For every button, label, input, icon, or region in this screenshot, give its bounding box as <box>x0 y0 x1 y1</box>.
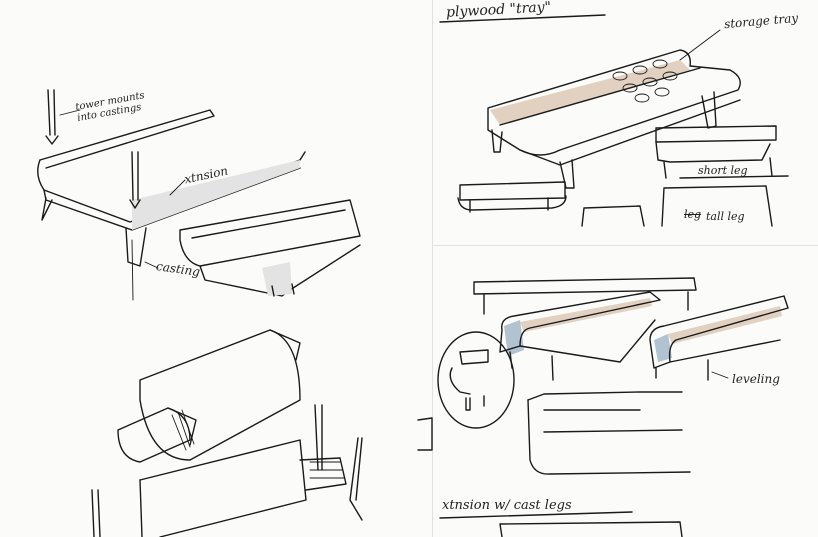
panel-divider-horizontal <box>432 245 818 246</box>
leveling-label: leveling <box>732 372 780 386</box>
tall-leg-strikethrough: leg <box>684 208 702 221</box>
short-leg-label: short leg <box>698 164 748 177</box>
panel-divider-vertical <box>432 0 433 537</box>
leveling-extension-sketch <box>417 277 789 537</box>
cylinder-stand-sketch <box>91 329 363 537</box>
tall-leg-label: tall leg <box>706 210 745 223</box>
table-with-towers-sketch <box>37 89 361 301</box>
extension-cast-legs-title: xtnsion w/ cast legs <box>442 498 572 513</box>
plywood-tray-sketch <box>439 14 789 227</box>
